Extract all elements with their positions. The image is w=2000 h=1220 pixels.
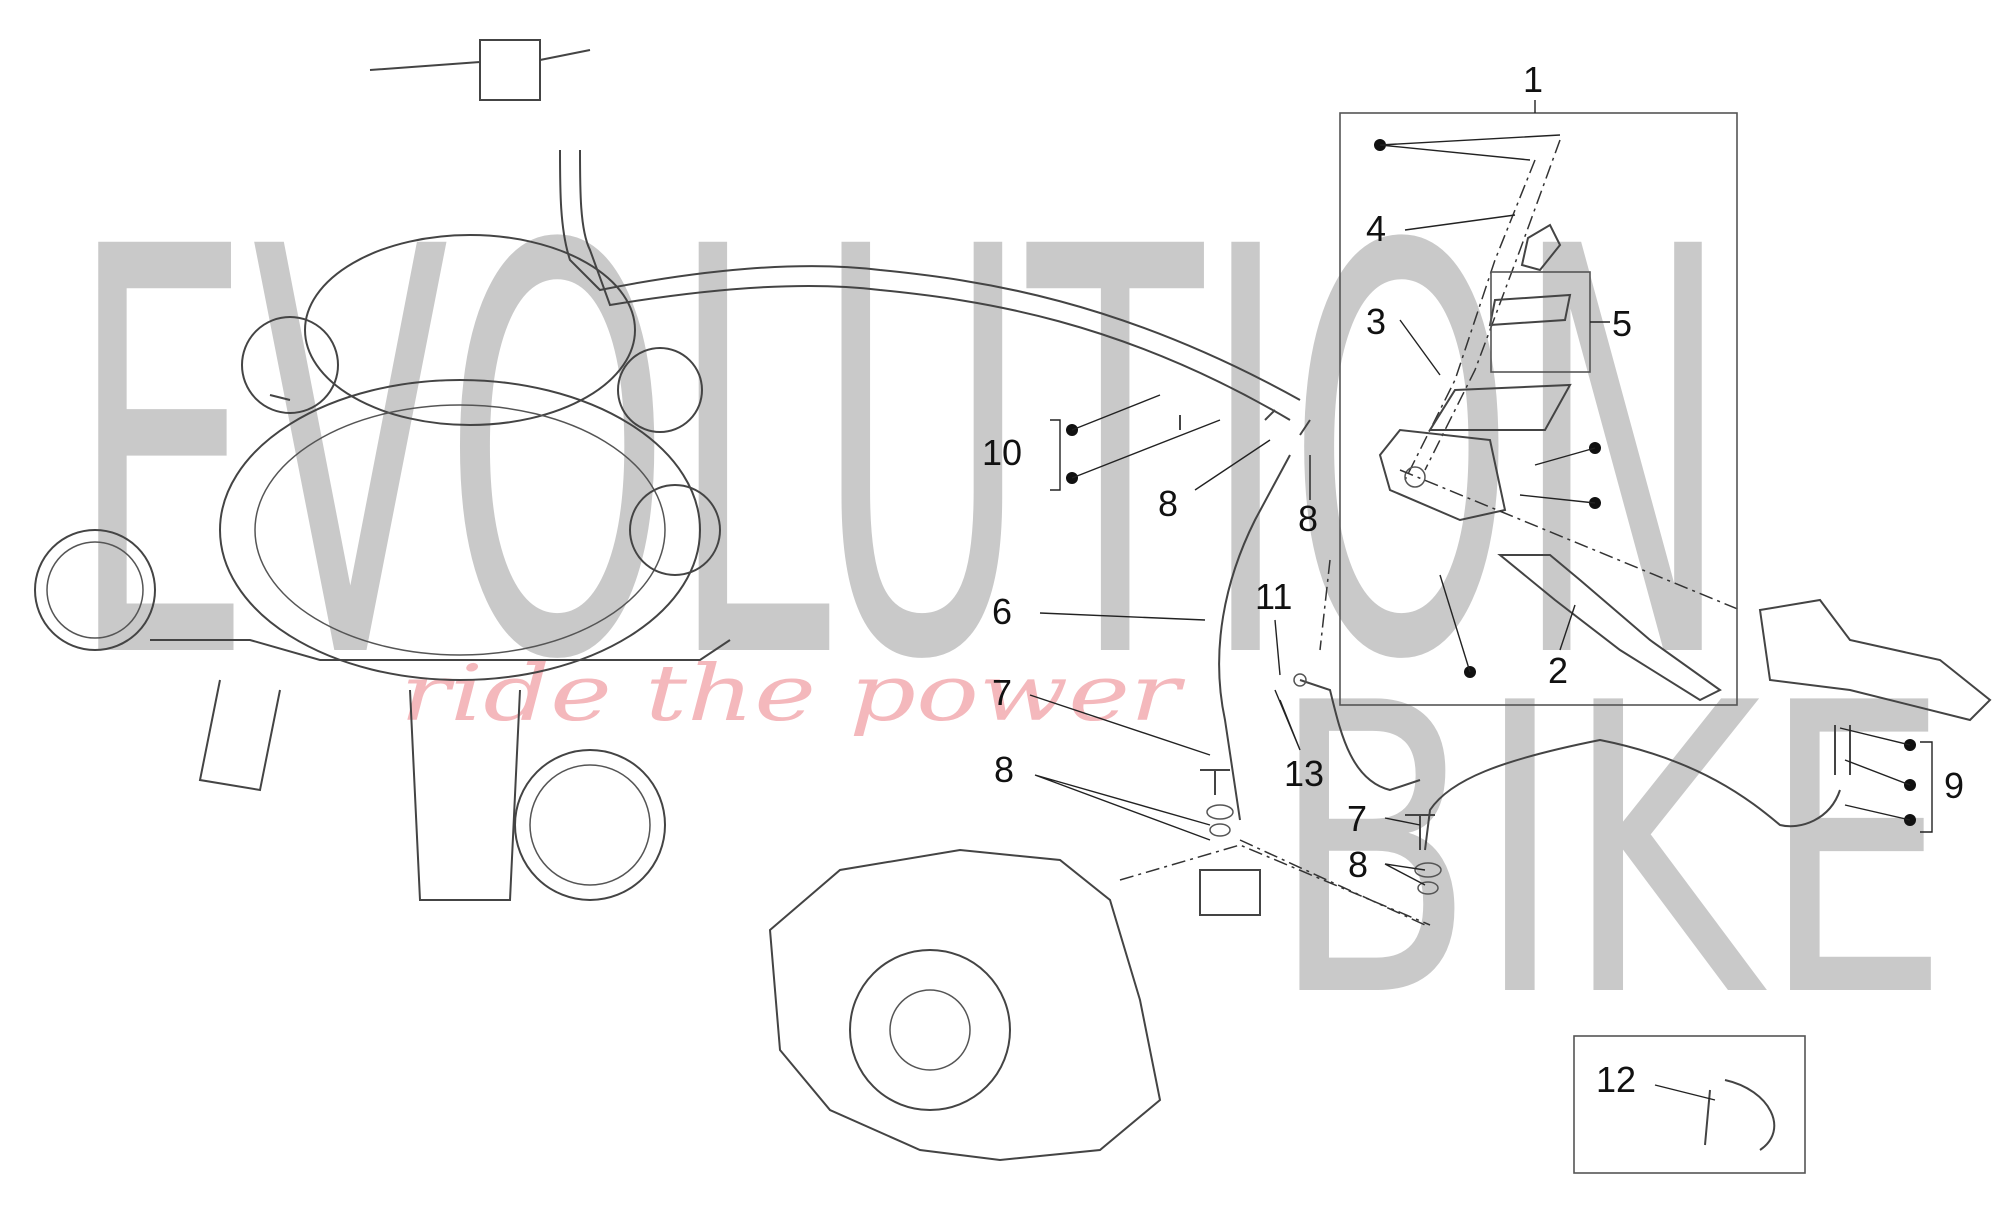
callout-7: 7	[1347, 798, 1367, 839]
callout-1: 1	[1523, 59, 1543, 100]
callout-13: 13	[1284, 753, 1324, 794]
callout-labels: 1 2 3 4 5 6 7 7 8 8 8 8 9 10 11 12 13	[982, 59, 1964, 1100]
callout-6: 6	[992, 591, 1012, 632]
clutch-hoses	[269, 394, 1841, 926]
callout-4: 4	[1366, 208, 1386, 249]
watermark-brand-line2: BIKE	[1270, 620, 1950, 1085]
callout-8: 8	[1298, 498, 1318, 539]
callout-3: 3	[1366, 301, 1386, 342]
callout-8: 8	[994, 749, 1014, 790]
detail-box-12	[1573, 1035, 1806, 1174]
watermark: EVOLUTION BIKE ride the power	[70, 131, 1950, 1085]
watermark-brand-line1: EVOLUTION	[70, 131, 1730, 783]
motorcycle-front-assembly	[34, 39, 1301, 901]
callout-12: 12	[1596, 1059, 1636, 1100]
callout-9: 9	[1944, 765, 1964, 806]
callout-5: 5	[1612, 303, 1632, 344]
callout-8: 8	[1348, 844, 1368, 885]
callout-2: 2	[1548, 650, 1568, 691]
callout-11: 11	[1255, 576, 1292, 617]
callout-10: 10	[982, 432, 1022, 473]
callout-8: 8	[1158, 483, 1178, 524]
leader-lines	[1029, 100, 1933, 1101]
callout-7: 7	[992, 672, 1012, 713]
assembly-box-1	[1339, 112, 1738, 706]
clip-part-12	[1704, 1079, 1776, 1151]
clutch-master-cylinder	[1293, 139, 1992, 775]
watermark-slogan: ride the power	[400, 649, 1186, 739]
